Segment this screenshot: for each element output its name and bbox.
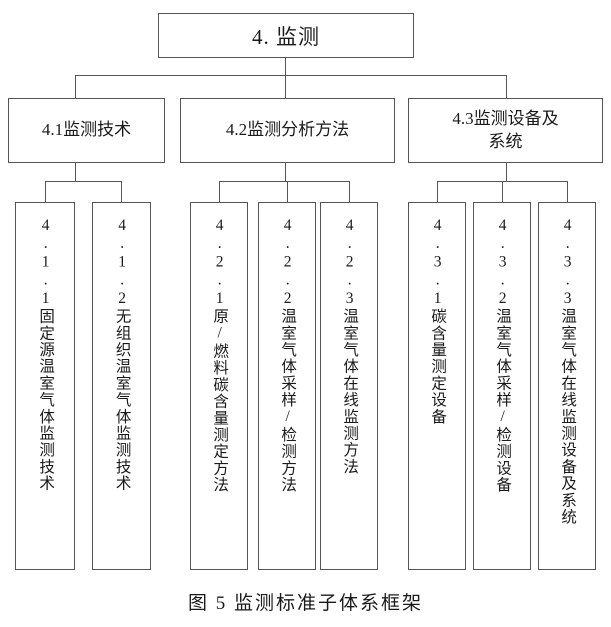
node-4-1-1: 4.1.1固定源温室气体监测技术 <box>15 202 75 570</box>
node-4-1-1-label: 4.1.1固定源温室气体监测技术 <box>37 217 55 492</box>
node-4-3-3: 4.3.3温室气体在线监测设备及系统 <box>538 202 596 570</box>
connector-4-1-bus <box>45 181 122 183</box>
connector-level2-drop-2 <box>285 75 287 99</box>
connector-4-3-2-drop <box>502 181 504 202</box>
node-4-1-2: 4.1.2无组织温室气体监测技术 <box>92 202 151 570</box>
node-4-2-label: 4.2监测分析方法 <box>225 120 350 140</box>
node-4-3-1: 4.3.1碳含量测定设备 <box>408 202 466 570</box>
node-4-1-label: 4.1监测技术 <box>41 120 132 140</box>
connector-4-2-drop <box>285 163 287 181</box>
node-4-2-1-label: 4.2.1原/燃料碳含量测定方法 <box>211 217 229 494</box>
node-4-3-3-label: 4.3.3温室气体在线监测设备及系统 <box>559 217 577 526</box>
connector-4-2-bus <box>219 181 349 183</box>
node-4-2-2: 4.2.2温室气体采样/检测方法 <box>258 202 316 570</box>
node-4-1-2-label: 4.1.2无组织温室气体监测技术 <box>113 217 131 492</box>
node-4-1: 4.1监测技术 <box>8 98 165 163</box>
connector-level2-bus <box>75 75 507 77</box>
node-4-2-1: 4.2.1原/燃料碳含量测定方法 <box>190 202 248 570</box>
node-4-2-3: 4.2.3温室气体在线监测方法 <box>320 202 378 570</box>
connector-4-1-1-drop <box>45 181 47 202</box>
connector-4-1-drop <box>75 163 77 181</box>
connector-4-2-3-drop <box>349 181 351 202</box>
node-4-3-label: 4.3监测设备及 系统 <box>452 108 559 151</box>
connector-4-3-drop <box>506 163 508 181</box>
node-root: 4. 监测 <box>158 13 414 58</box>
node-4-2: 4.2监测分析方法 <box>180 98 395 163</box>
node-4-3-1-label: 4.3.1碳含量测定设备 <box>429 217 447 425</box>
connector-level2-drop-3 <box>506 75 508 99</box>
connector-4-2-2-drop <box>287 181 289 202</box>
node-root-label: 4. 监测 <box>252 24 320 49</box>
node-4-2-3-label: 4.2.3温室气体在线监测方法 <box>341 217 359 475</box>
connector-4-2-1-drop <box>219 181 221 202</box>
node-4-2-2-label: 4.2.2温室气体采样/检测方法 <box>279 217 297 494</box>
node-4-3: 4.3监测设备及 系统 <box>408 98 603 163</box>
node-4-3-2-label: 4.3.2温室气体采样/检测设备 <box>494 217 512 494</box>
connector-4-3-3-drop <box>567 181 569 202</box>
connector-4-1-2-drop <box>121 181 123 202</box>
connector-root-drop <box>285 57 287 76</box>
connector-4-3-1-drop <box>437 181 439 202</box>
figure-caption: 图 5 监测标准子体系框架 <box>187 593 423 614</box>
connector-level2-drop-1 <box>75 75 77 99</box>
node-4-3-2: 4.3.2温室气体采样/检测设备 <box>473 202 531 570</box>
